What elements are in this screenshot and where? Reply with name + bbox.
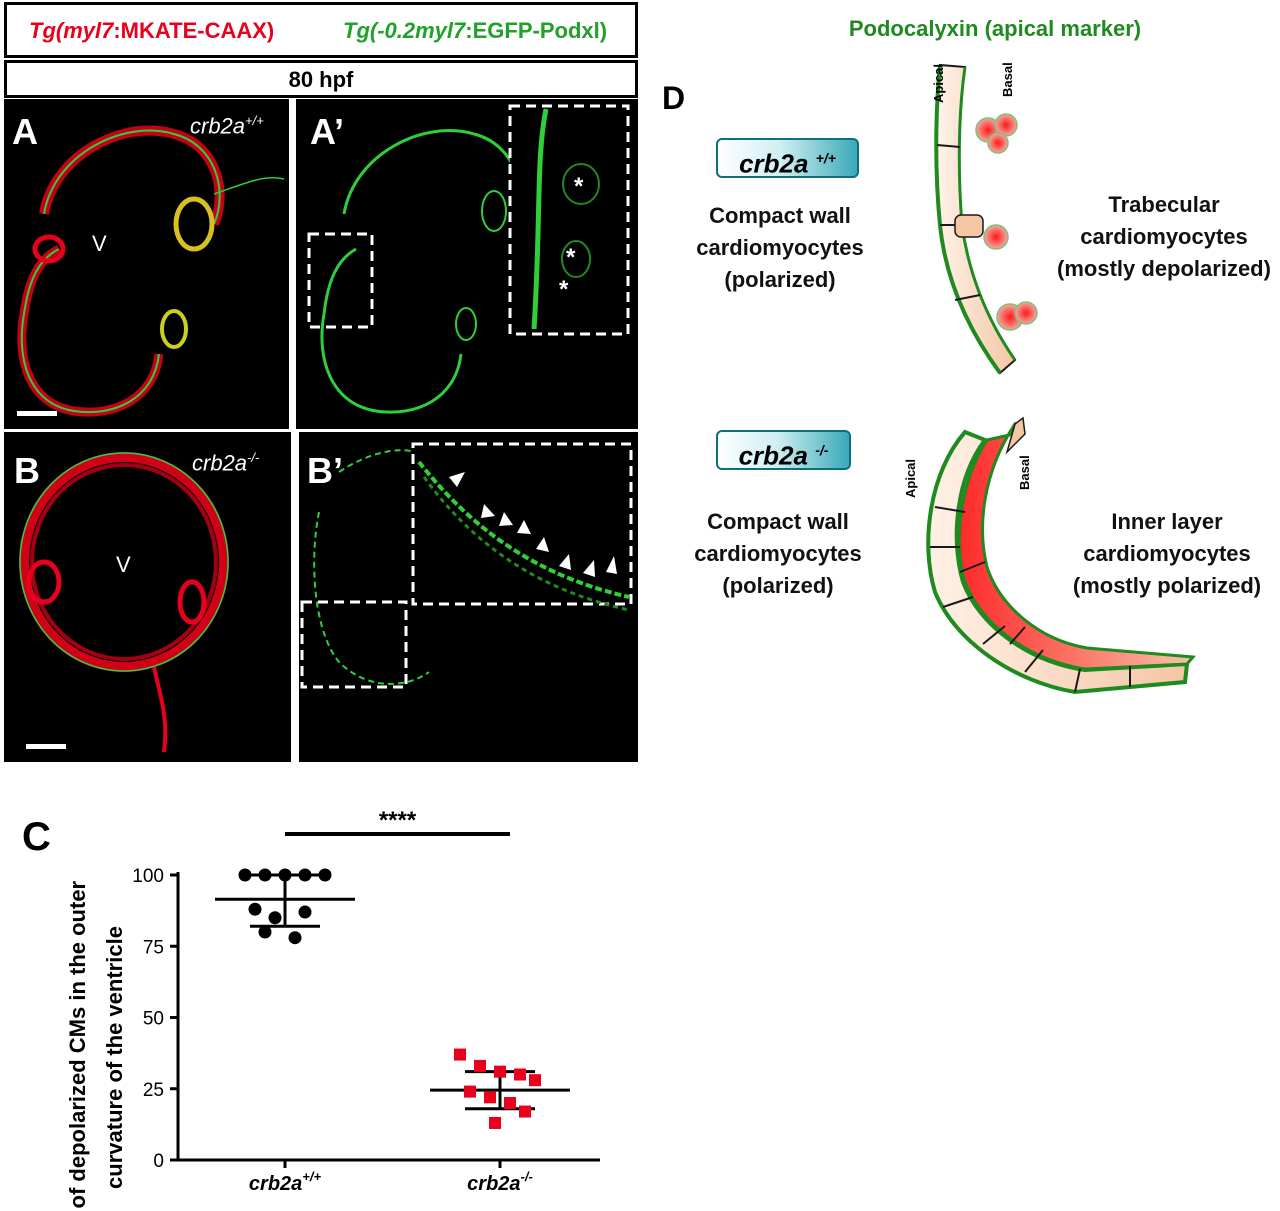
data-point (464, 1085, 476, 1098)
data-point (484, 1091, 496, 1104)
panel-b-image: B crb2a-/- V (4, 432, 291, 762)
wildtype-cardiomyocyte-schematic: Apical Basal (931, 62, 1038, 375)
timepoint-header: 80 hpf (4, 60, 638, 98)
timepoint-label: 80 hpf (288, 67, 354, 92)
panel-a-prime-label: A’ (310, 111, 345, 152)
panel-c-chart: 0 25 50 75 100 crb2a+/+ crb2a-/- % of depolariz… (65, 807, 600, 1211)
data-point (489, 1116, 501, 1129)
data-point (494, 1065, 506, 1078)
mutant-basal-label: Basal (1017, 455, 1032, 490)
panel-a-prime-image: A’ * * * (296, 99, 638, 429)
y-axis-label: % of depolarized CMs in the outer (65, 880, 90, 1211)
panel-b-ventricle-label: V (116, 552, 131, 577)
data-point (258, 925, 272, 939)
panel-d-label: D (662, 80, 686, 116)
data-point (474, 1059, 486, 1072)
y-tick-label: 50 (143, 1009, 164, 1030)
panel-b-genotype: crb2a-/- (192, 450, 260, 476)
y-tick-label: 100 (132, 866, 164, 887)
data-point (529, 1074, 541, 1087)
mutant-genotype-badge: crb2a -/- (716, 430, 851, 471)
panel-b-label: B (14, 450, 40, 491)
transgene-red-label: Tg(myl7:MKATE-CAAX) (29, 18, 275, 43)
panel-b-heart-ring (19, 452, 229, 753)
panel-b-prime-roi-box (300, 600, 408, 689)
data-point (278, 868, 292, 882)
data-point (298, 868, 312, 882)
data-point (519, 1105, 531, 1118)
asterisk-mark: * (559, 276, 569, 303)
panel-a-image: A crb2a+/+ V (4, 99, 289, 429)
x-tick-label: crb2a-/- (467, 1169, 533, 1195)
data-point (504, 1097, 516, 1109)
asterisk-mark: * (566, 244, 576, 271)
panel-a-genotype: crb2a+/+ (190, 113, 264, 139)
asterisk-mark: * (574, 173, 584, 200)
data-point (298, 905, 312, 919)
panel-a-prime-podxl-ring (307, 104, 630, 414)
panel-b-prime-label: B’ (307, 450, 343, 491)
panel-b-prime-podxl-ring (300, 442, 633, 689)
data-point (288, 931, 302, 945)
wildtype-apical-label: Apical (931, 64, 946, 103)
y-axis-label: curvature of the ventricle (102, 926, 127, 1189)
panel-a-label: A (12, 111, 38, 152)
panel-a-ventricle-label: V (92, 231, 107, 256)
data-point (238, 868, 252, 882)
wildtype-genotype-badge: crb2a +/+ (716, 138, 859, 179)
panel-a-prime-roi-box (307, 232, 374, 329)
significance-stars: **** (379, 807, 417, 834)
transgene-header: Tg(myl7:MKATE-CAAX) Tg(-0.2myl7:EGFP-Pod… (4, 2, 638, 58)
y-tick-label: 0 (153, 1151, 164, 1172)
data-point (454, 1048, 466, 1061)
y-tick-label: 25 (143, 1080, 164, 1101)
panel-d-title: Podocalyxin (apical marker) (848, 16, 1142, 41)
data-point (258, 868, 272, 882)
mutant-apical-label: Apical (903, 459, 918, 498)
data-point (318, 868, 332, 882)
arrowhead-markers (449, 472, 617, 577)
data-point (248, 902, 262, 916)
mutant-cardiomyocyte-schematic: Apical Basal (903, 416, 1197, 695)
transgene-green-label: Tg(-0.2myl7:EGFP-Podxl) (343, 18, 608, 43)
panel-b-prime-image: B’ (299, 432, 638, 762)
panel-c-label: C (22, 815, 51, 859)
panel-a-heart-ring (17, 125, 285, 417)
x-tick-label: crb2a+/+ (249, 1169, 322, 1195)
panel-a-prime-inset (508, 104, 630, 336)
y-tick-label: 75 (143, 937, 164, 958)
wildtype-basal-label: Basal (1000, 62, 1015, 97)
data-point (514, 1068, 526, 1081)
data-point (268, 911, 282, 925)
